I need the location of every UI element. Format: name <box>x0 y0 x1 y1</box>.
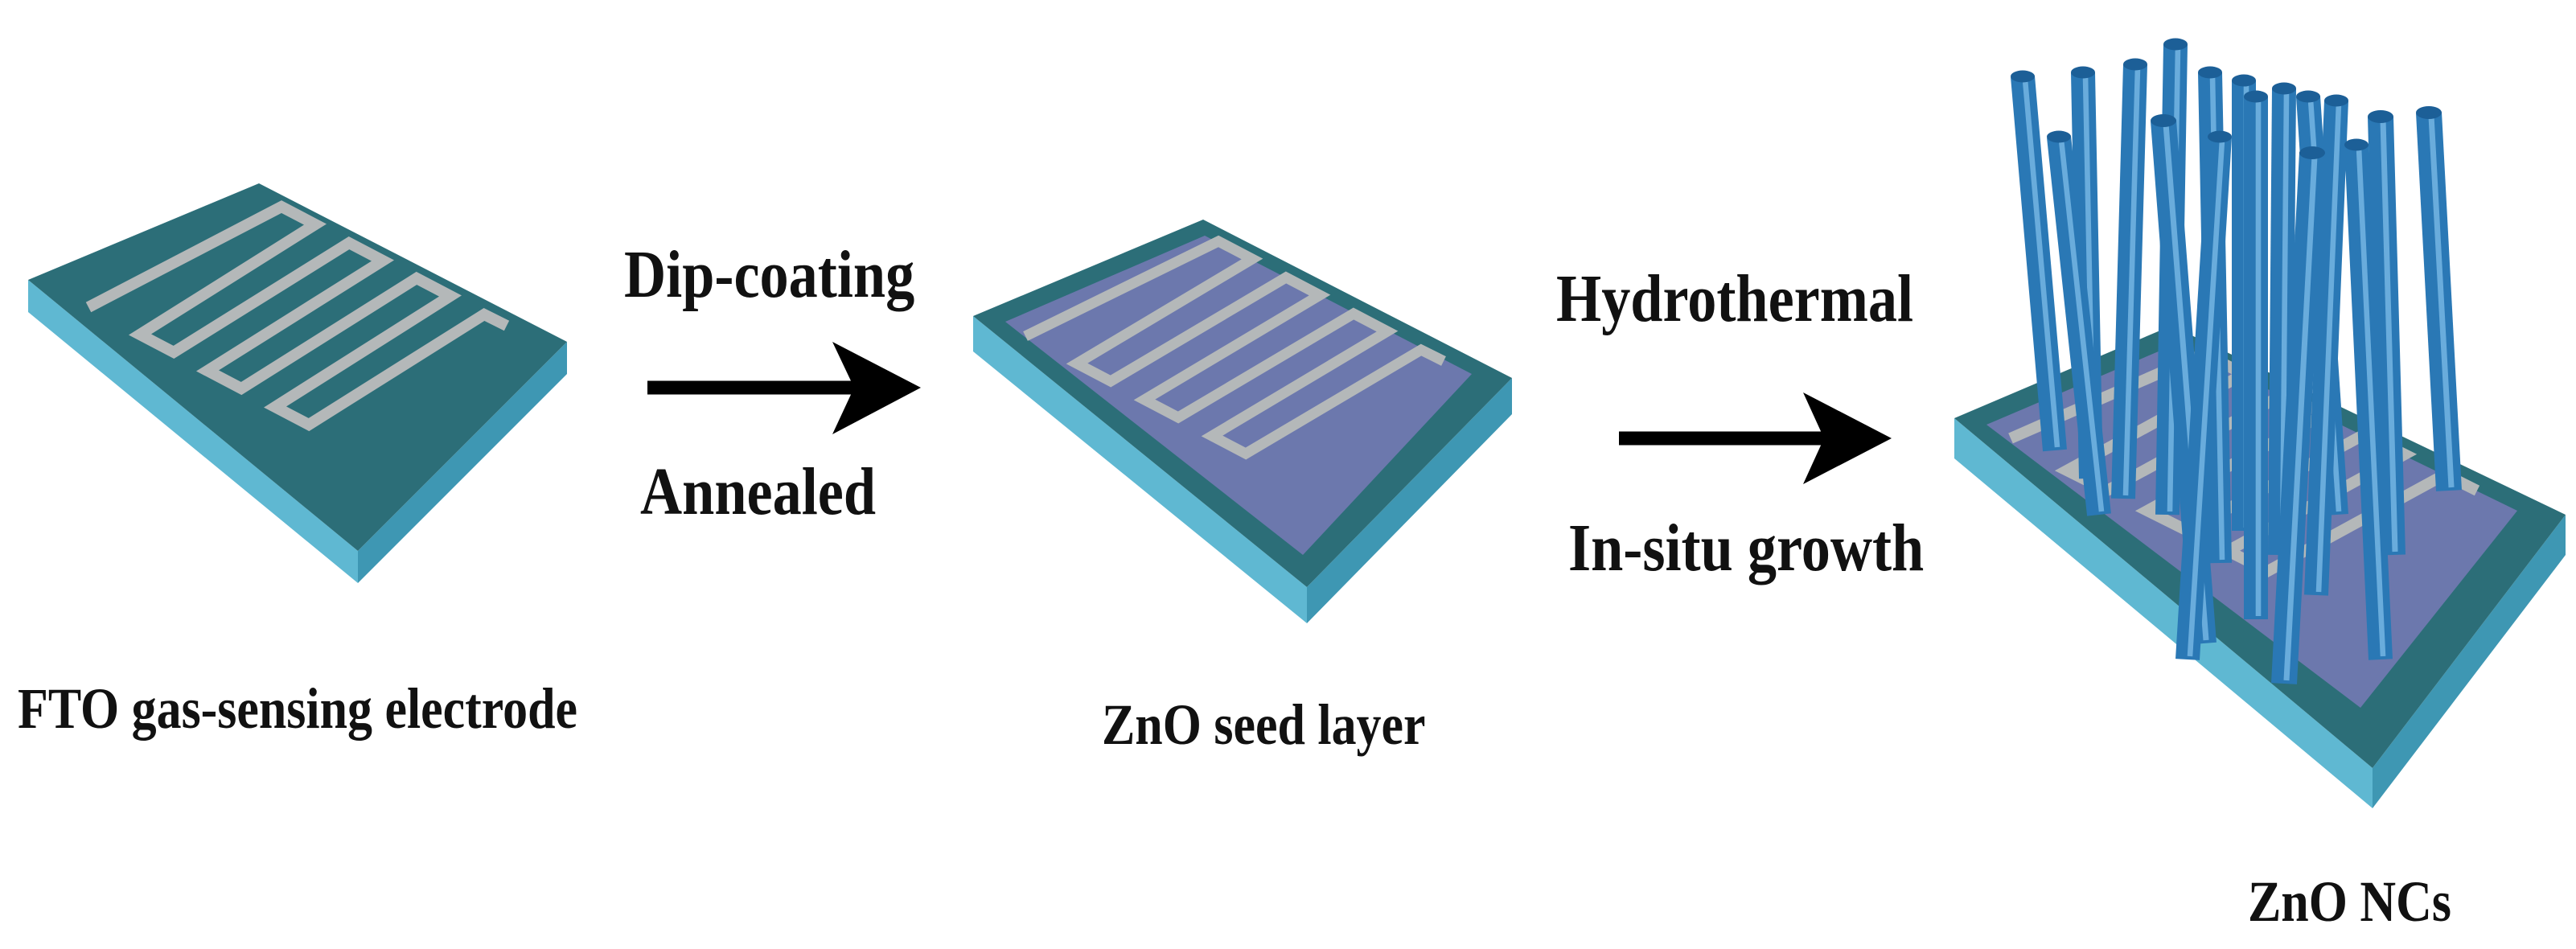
interdigitated-electrode <box>1023 235 1446 460</box>
substrate-side-face <box>2373 515 2566 808</box>
substrate-side-face <box>1307 378 1512 623</box>
nanorod-tip <box>2163 38 2188 51</box>
nanorod-highlight <box>2315 103 2342 593</box>
substrate-side-face <box>358 342 567 583</box>
nanorod-tip <box>2071 66 2095 79</box>
nanorod-array-substrate <box>1954 38 2566 808</box>
stage-2-label: ZnO seed layer <box>1102 692 1426 757</box>
nanorod-highlight <box>2428 115 2455 488</box>
nanorod-tip <box>2272 82 2296 95</box>
nanorod-highlight <box>2122 67 2141 496</box>
interdigitated-electrode <box>85 200 510 432</box>
process-arrow-1 <box>647 342 921 434</box>
substrate-front-face <box>1954 418 2373 808</box>
stage-3-label: ZnO NCs <box>2248 869 2451 934</box>
nanorod-tip <box>2232 74 2256 87</box>
step-1-top-label: Dip-coating <box>624 237 915 312</box>
nanorod-highlight <box>2380 119 2398 553</box>
nanorod-tip <box>2123 58 2147 71</box>
step-1-bottom-label: Annealed <box>640 454 877 529</box>
nanorod-tip <box>2299 146 2325 159</box>
nanorod-highlight <box>2283 155 2318 681</box>
arrow-head <box>832 342 921 434</box>
nanorod-tip <box>2151 114 2176 127</box>
nanorod-tip <box>2324 94 2348 107</box>
nanorod-tip <box>2047 130 2071 143</box>
step-2-top-label: Hydrothermal <box>1556 261 1914 336</box>
nanorod-tip <box>2296 90 2320 103</box>
nanorod-tip <box>2198 66 2222 79</box>
nanorod-tip <box>2416 106 2442 119</box>
nanorod-highlight <box>2356 147 2386 657</box>
fto-electrode-substrate <box>28 183 567 583</box>
nanorod-highlight <box>2058 139 2105 512</box>
process-arrow-2 <box>1619 392 1892 484</box>
nanorod-tip <box>2244 90 2268 103</box>
seed-layer-substrate <box>973 220 1512 623</box>
arrow-head <box>1803 392 1892 484</box>
nanorod-tip <box>2208 130 2232 143</box>
nanorod-tip <box>2011 70 2035 83</box>
nanorod-highlight <box>2022 79 2060 448</box>
step-2-bottom-label: In-situ growth <box>1568 511 1925 585</box>
nanorod-highlight <box>2187 139 2225 657</box>
substrate-top-face <box>28 183 567 551</box>
nanorod-tip <box>2368 110 2393 123</box>
substrate-front-face <box>28 280 358 583</box>
stage-1-label: FTO gas-sensing electrode <box>18 676 577 741</box>
substrate-front-face <box>973 316 1307 623</box>
zno-nanorods <box>2011 38 2462 684</box>
nanorod-tip <box>2344 138 2369 151</box>
